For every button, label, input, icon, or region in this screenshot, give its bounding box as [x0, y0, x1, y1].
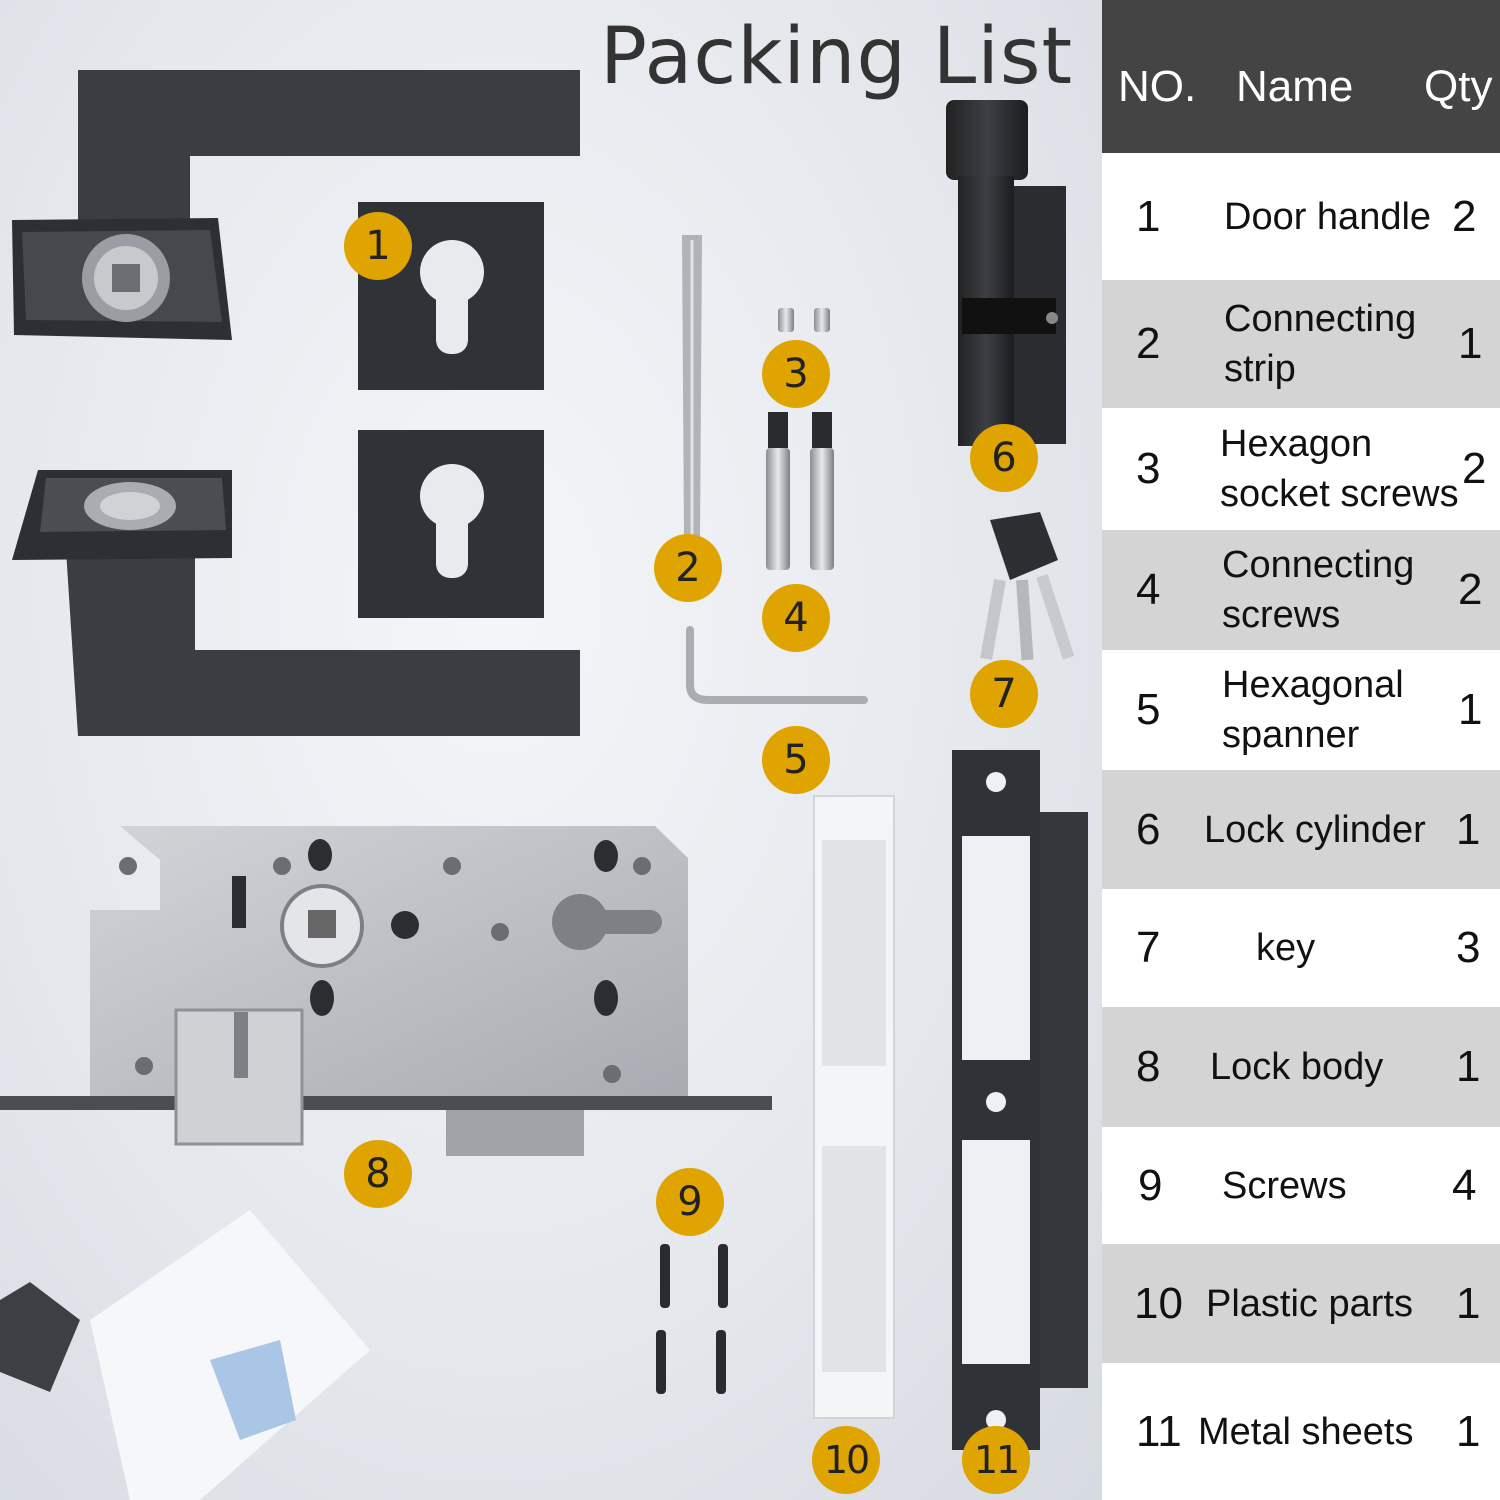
row-name: Connecting screws — [1222, 544, 1415, 636]
row-no: 11 — [1136, 1406, 1182, 1456]
row-name: Hexagonal spanner — [1222, 664, 1404, 756]
metal-sheets — [952, 750, 1088, 1450]
badge-9: 9 — [656, 1168, 724, 1236]
row-qty: 1 — [1456, 1278, 1481, 1328]
table-row: 8 Lock body 1 — [1102, 1007, 1500, 1127]
row-name: key — [1256, 927, 1316, 969]
row-no: 3 — [1136, 444, 1161, 493]
row-name: Plastic parts — [1206, 1282, 1413, 1325]
parts-illustration — [0, 70, 1088, 1500]
keys — [980, 512, 1075, 661]
row-no: 6 — [1136, 804, 1161, 854]
table-row: 6 Lock cylinder 1 — [1102, 770, 1500, 889]
badge-11: 11 — [962, 1426, 1030, 1494]
row-name: Hexagon socket screws — [1220, 423, 1459, 515]
header-qty: Qty — [1424, 62, 1493, 111]
escutcheon-plates — [358, 202, 544, 618]
row-no: 7 — [1136, 923, 1161, 972]
badge-1: 1 — [344, 212, 412, 280]
badge-10: 10 — [812, 1426, 880, 1494]
decorative-cubes — [0, 1210, 370, 1500]
lock-body-part — [0, 826, 772, 1156]
hexagonal-spanner — [686, 626, 868, 704]
header-name: Name — [1236, 62, 1354, 111]
badge-6: 6 — [970, 424, 1038, 492]
row-qty: 1 — [1458, 685, 1483, 734]
table-row: 1 Door handle 2 — [1102, 153, 1500, 280]
plastic-parts — [813, 795, 895, 1419]
row-name: Lock body — [1210, 1046, 1384, 1088]
row-no: 1 — [1136, 191, 1161, 241]
header-no: NO. — [1118, 62, 1197, 111]
row-qty: 2 — [1452, 191, 1477, 241]
page-title: Packing List — [600, 12, 1074, 102]
table-row: 3 Hexagon socket screws 2 — [1102, 408, 1500, 530]
lock-cylinder — [946, 100, 1066, 446]
table-row: 9 Screws 4 — [1102, 1127, 1500, 1244]
row-name: Door handle — [1224, 195, 1432, 238]
row-no: 9 — [1138, 1160, 1163, 1210]
table-row: 10 Plastic parts 1 — [1102, 1244, 1500, 1363]
table-row: 11 Metal sheets 1 — [1102, 1363, 1500, 1500]
row-name: Connecting strip — [1224, 298, 1417, 390]
hexagon-socket-screws — [778, 308, 830, 332]
row-name: Screws — [1222, 1164, 1347, 1207]
door-handle-bottom — [12, 470, 580, 736]
wood-screws — [656, 1244, 728, 1394]
row-qty: 3 — [1456, 923, 1481, 972]
row-qty: 1 — [1456, 1042, 1481, 1091]
row-qty: 2 — [1462, 444, 1487, 493]
packing-list-table: NO. Name Qty 1 Door handle 2 2 Connectin… — [1102, 0, 1500, 1500]
row-no: 5 — [1136, 685, 1161, 734]
row-qty: 4 — [1452, 1160, 1477, 1210]
badge-8: 8 — [344, 1140, 412, 1208]
row-name: Metal sheets — [1198, 1410, 1414, 1453]
row-name: Lock cylinder — [1204, 808, 1426, 851]
row-qty: 1 — [1456, 1406, 1481, 1456]
table-header: NO. Name Qty — [1102, 0, 1500, 153]
badge-3: 3 — [762, 340, 830, 408]
badge-2: 2 — [654, 534, 722, 602]
table-row: 4 Connecting screws 2 — [1102, 530, 1500, 650]
row-no: 4 — [1136, 565, 1161, 614]
row-qty: 1 — [1458, 319, 1483, 368]
row-no: 2 — [1136, 319, 1161, 368]
table-row: 5 Hexagonal spanner 1 — [1102, 650, 1500, 770]
connecting-screws — [766, 412, 834, 570]
table-row: 2 Connecting strip 1 — [1102, 280, 1500, 408]
door-handle-top — [12, 70, 580, 340]
row-no: 10 — [1134, 1278, 1183, 1328]
table-row: 7 key 3 — [1102, 889, 1500, 1007]
connecting-strip — [682, 235, 702, 550]
badge-7: 7 — [970, 660, 1038, 728]
row-qty: 1 — [1456, 804, 1481, 854]
product-photo: Packing List 1 2 3 4 5 6 7 8 9 10 11 — [0, 0, 1102, 1500]
row-qty: 2 — [1458, 565, 1483, 614]
badge-4: 4 — [762, 584, 830, 652]
row-no: 8 — [1136, 1042, 1161, 1091]
badge-5: 5 — [762, 726, 830, 794]
